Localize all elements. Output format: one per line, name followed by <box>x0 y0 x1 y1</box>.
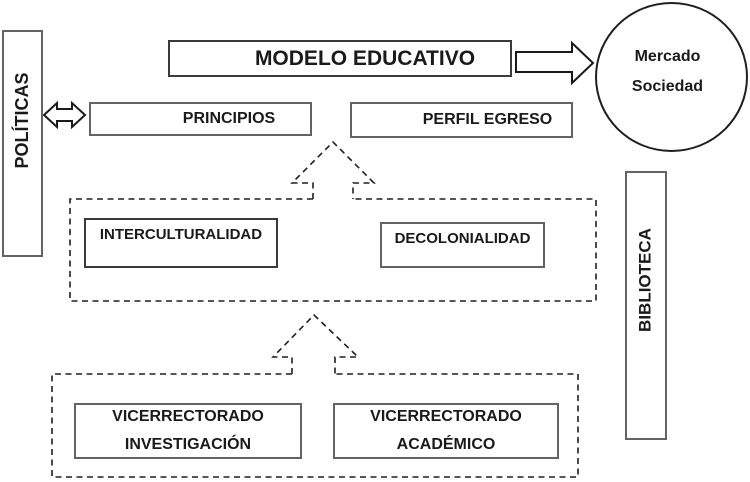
biblioteca-box <box>625 171 667 440</box>
mercado-sociedad-circle: Mercado Sociedad <box>595 2 748 152</box>
politicas-box <box>2 30 43 257</box>
interculturalidad-label: INTERCULTURALIDAD <box>99 226 263 243</box>
vicerrectorado-academico-line1: VICERRECTORADO <box>370 408 522 425</box>
right-arrow-icon <box>515 40 595 86</box>
principios-box: PRINCIPIOS <box>89 102 312 136</box>
lower-dashed-up-arrow-icon <box>271 313 360 374</box>
mercado-label: Mercado <box>634 48 701 65</box>
principios-label: PRINCIPIOS <box>182 110 276 127</box>
decolonialidad-box: DECOLONIALIDAD <box>380 222 545 268</box>
vicerrectorado-academico-box: VICERRECTORADO ACADÉMICO <box>333 403 559 459</box>
biblioteca-label: BIBLIOTECA <box>635 228 655 332</box>
decolonialidad-label: DECOLONIALIDAD <box>394 230 531 247</box>
politicas-label: POLÍTICAS <box>12 72 32 169</box>
upper-dashed-up-arrow-icon <box>290 140 376 199</box>
governance-dashed-container <box>51 373 579 478</box>
principles-dashed-container <box>69 198 597 302</box>
vicerrectorado-academico-line2: ACADÉMICO <box>396 436 496 453</box>
sociedad-label: Sociedad <box>631 78 704 95</box>
vicerrectorado-investigacion-line1: VICERRECTORADO <box>112 408 264 425</box>
vicerrectorado-investigacion-box: VICERRECTORADO INVESTIGACIÓN <box>74 403 302 459</box>
double-arrow-icon <box>42 100 87 130</box>
vicerrectorado-investigacion-line2: INVESTIGACIÓN <box>124 436 252 453</box>
interculturalidad-box: INTERCULTURALIDAD <box>84 218 278 268</box>
page-title: MODELO EDUCATIVO <box>254 46 476 70</box>
modelo-educativo-box: MODELO EDUCATIVO <box>168 40 512 77</box>
perfil-egreso-box: PERFIL EGRESO <box>350 102 573 138</box>
perfil-egreso-label: PERFIL EGRESO <box>422 111 553 128</box>
